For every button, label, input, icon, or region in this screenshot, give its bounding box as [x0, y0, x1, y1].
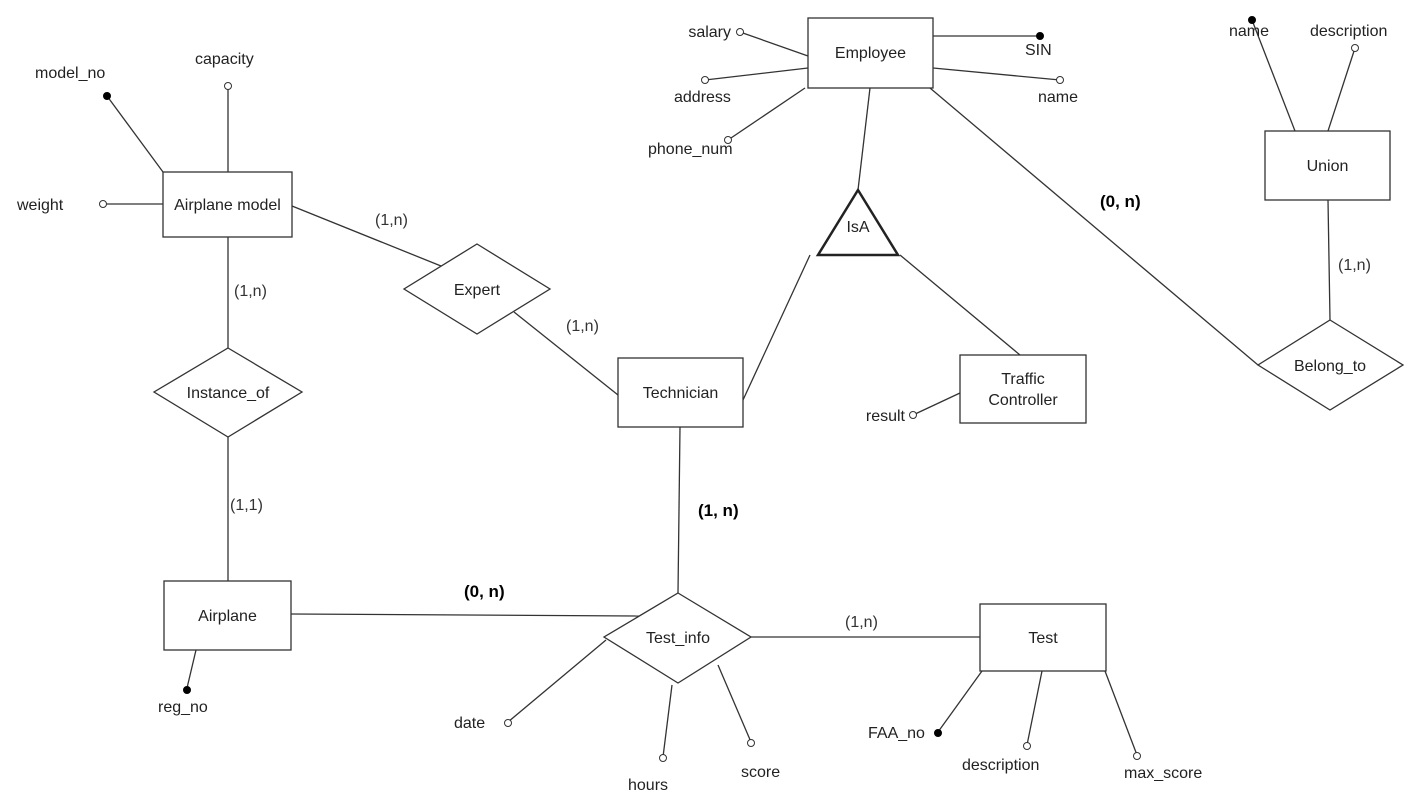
attribute-faa-no: FAA_no: [868, 725, 925, 742]
entity-label: Employee: [835, 45, 906, 62]
attribute-marker: [724, 136, 732, 144]
cardinality-model-expert: (1,n): [375, 212, 408, 229]
relationship-label: Expert: [454, 282, 501, 299]
relationship-label: Test_info: [646, 630, 710, 647]
entity-traffic-controller[interactable]: Traffic Controller: [959, 354, 1087, 424]
entity-label: Airplane: [198, 608, 257, 625]
attribute-marker: [909, 411, 917, 419]
entity-label-line-1: Traffic: [1001, 371, 1045, 388]
attribute-marker: [736, 28, 744, 36]
entity-label: Union: [1307, 158, 1349, 175]
attribute-address: address: [674, 89, 731, 106]
attribute-weight: weight: [16, 197, 64, 214]
attribute-markers: [99, 16, 1359, 762]
key-attribute-marker: [1248, 16, 1256, 24]
cardinality-labels: (0, n) (1,n) (1,n) (1,n) (1,n) (1,1) (1,…: [230, 192, 1371, 631]
relationship-label: Belong_to: [1294, 358, 1366, 375]
entity-technician[interactable]: Technician: [617, 357, 744, 428]
attribute-test-description: description: [962, 757, 1039, 774]
attribute-result: result: [866, 408, 906, 425]
attribute-marker: [747, 739, 755, 747]
attribute-phone-num: phone_num: [648, 141, 733, 158]
attribute-hours: hours: [628, 777, 668, 792]
attribute-reg-no: reg_no: [158, 699, 208, 716]
cardinality-airplane-test-info: (0, n): [464, 582, 505, 601]
entity-label: Technician: [643, 385, 719, 402]
key-attribute-marker: [934, 729, 942, 737]
cardinality-technician-expert: (1,n): [566, 318, 599, 335]
key-attribute-marker: [183, 686, 191, 694]
attribute-marker: [1133, 752, 1141, 760]
attribute-marker: [1351, 44, 1359, 52]
attribute-marker: [99, 200, 107, 208]
attribute-marker: [504, 719, 512, 727]
attribute-marker: [224, 82, 232, 90]
entity-employee[interactable]: Employee: [807, 17, 934, 89]
cardinality-test-test-info: (1,n): [845, 614, 878, 631]
entity-union[interactable]: Union: [1264, 130, 1391, 201]
key-attribute-marker: [103, 92, 111, 100]
key-attribute-marker: [1036, 32, 1044, 40]
attribute-labels: salary SIN address name phone_num name d…: [16, 23, 1387, 792]
attribute-employee-name: name: [1038, 89, 1078, 106]
entity-test[interactable]: Test: [979, 603, 1107, 672]
attribute-marker: [659, 754, 667, 762]
attribute-capacity: capacity: [195, 51, 254, 68]
entity-label-line-2: Controller: [988, 392, 1058, 409]
attribute-score: score: [741, 764, 780, 781]
cardinality-airplane-instance-of: (1,1): [230, 497, 263, 514]
attribute-max-score: max_score: [1124, 765, 1202, 782]
attribute-model-no: model_no: [35, 65, 105, 82]
entity-label: Airplane model: [174, 197, 281, 214]
attribute-union-name: name: [1229, 23, 1269, 40]
relationship-belong-to[interactable]: Belong_to: [1256, 319, 1405, 411]
entity-airplane[interactable]: Airplane: [163, 580, 292, 651]
entity-airplane-model[interactable]: Airplane model: [162, 171, 293, 238]
entity-label: Test: [1028, 630, 1058, 647]
connector-lines: [103, 19, 1356, 758]
relationship-expert[interactable]: Expert: [402, 243, 552, 335]
attribute-marker: [1056, 76, 1064, 84]
relationship-instance-of[interactable]: Instance_of: [152, 347, 304, 438]
attribute-union-description: description: [1310, 23, 1387, 40]
cardinality-employee-belong-to: (0, n): [1100, 192, 1141, 211]
cardinality-union-belong-to: (1,n): [1338, 257, 1371, 274]
attribute-date: date: [454, 715, 485, 732]
attribute-salary: salary: [688, 24, 731, 41]
cardinality-model-instance-of: (1,n): [234, 283, 267, 300]
attribute-marker: [701, 76, 709, 84]
cardinality-technician-test-info: (1, n): [698, 501, 739, 520]
relationship-label: Instance_of: [187, 385, 270, 402]
attribute-sin: SIN: [1025, 42, 1052, 59]
attribute-marker: [1023, 742, 1031, 750]
relationship-test-info[interactable]: Test_info: [602, 592, 753, 684]
isa-label: IsA: [846, 219, 869, 236]
isa-triangle[interactable]: IsA: [815, 187, 901, 257]
